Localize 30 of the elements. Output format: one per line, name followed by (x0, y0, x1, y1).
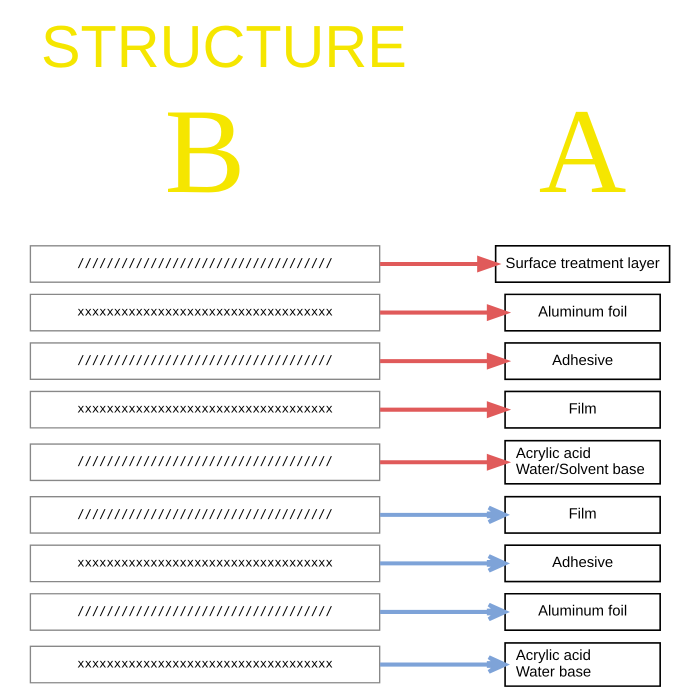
node-box: Acrylic acid Water/Solvent base (504, 440, 661, 485)
arrow (380, 602, 508, 622)
node-box: Film (504, 390, 661, 429)
node-box: Surface treatment layer (494, 245, 670, 284)
arrow (380, 454, 512, 471)
arrow (380, 655, 508, 674)
node-box: Adhesive (504, 342, 661, 380)
node-box: Aluminum foil (504, 294, 661, 332)
node-box: xxxxxxxxxxxxxxxxxxxxxxxxxxxxxxxxxxx (30, 294, 380, 332)
label: A (538, 84, 626, 219)
label: B (164, 84, 246, 219)
arrow (380, 554, 508, 573)
node-box: /////////////////////////////////// (30, 593, 380, 631)
node-box: /////////////////////////////////// (30, 342, 380, 380)
node-box: xxxxxxxxxxxxxxxxxxxxxxxxxxxxxxxxxxx (30, 390, 380, 429)
node-box: /////////////////////////////////// (30, 496, 380, 534)
node-box: xxxxxxxxxxxxxxxxxxxxxxxxxxxxxxxxxxx (30, 544, 380, 582)
arrow (380, 401, 512, 418)
arrow (380, 256, 502, 273)
diagram-title: STRUCTURE (40, 12, 407, 80)
node-box: Film (504, 496, 661, 534)
node-box: Acrylic acid Water base (504, 642, 661, 687)
node-box: Adhesive (504, 544, 661, 582)
node-box: xxxxxxxxxxxxxxxxxxxxxxxxxxxxxxxxxxx (30, 646, 380, 684)
node-box: /////////////////////////////////// (30, 443, 380, 482)
node-box: Aluminum foil (504, 592, 661, 631)
arrow (380, 506, 508, 524)
arrow (380, 352, 512, 370)
arrow (380, 304, 512, 322)
node-box: /////////////////////////////////// (30, 245, 380, 283)
